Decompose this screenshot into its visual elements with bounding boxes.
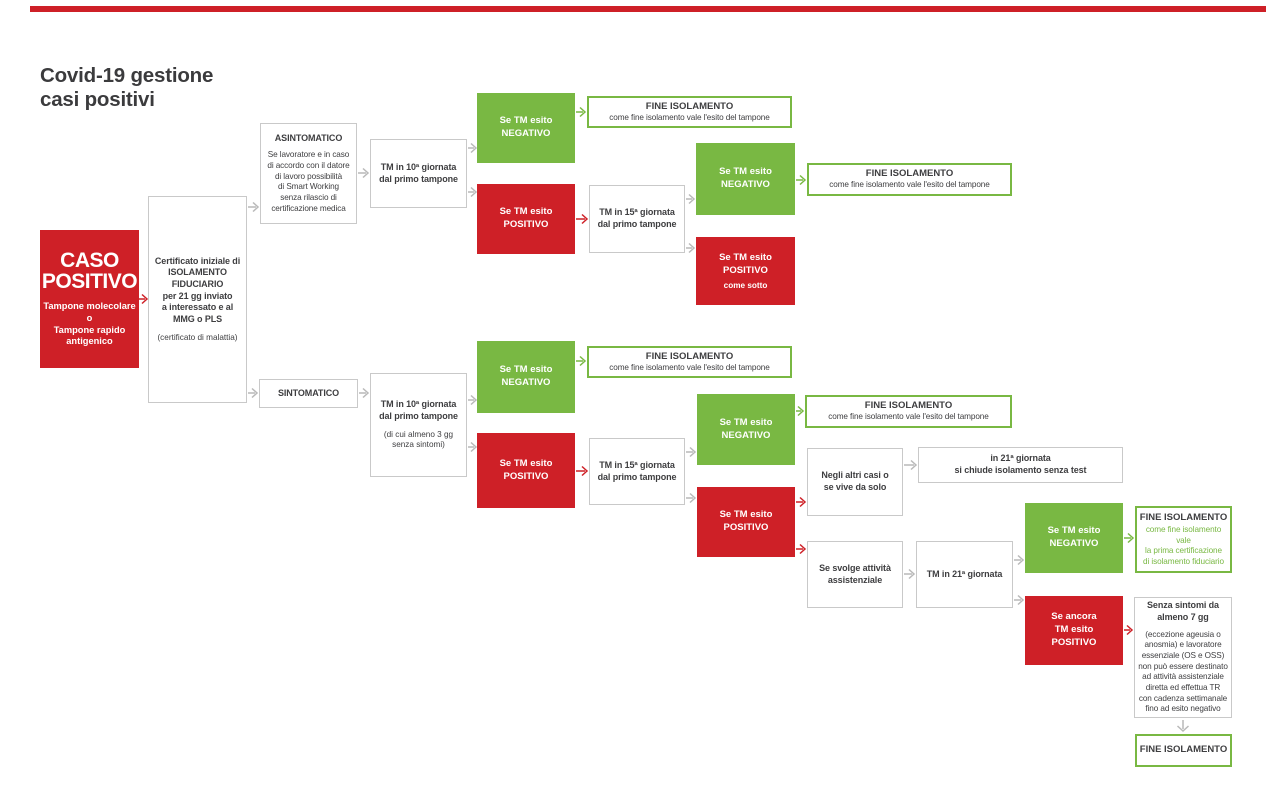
node-se-tm-negativo-5: Se TM esito NEGATIVO (1025, 503, 1123, 573)
flow-arrow-right-icon (248, 201, 260, 213)
node-se-tm-positivo-3: Se TM esito POSITIVO (697, 487, 795, 557)
node-sintomatico: SINTOMATICO (259, 379, 358, 408)
node-senza-sintomi-7gg: Senza sintomi da almeno 7 gg (eccezione … (1134, 597, 1232, 718)
node-title: FINE ISOLAMENTO (645, 350, 734, 362)
node-title: TM in 21ª giornata (926, 568, 1003, 579)
node-title: Se TM esito NEGATIVO (719, 416, 773, 441)
node-title: FINE ISOLAMENTO (864, 400, 953, 411)
node-title: Se TM esito POSITIVO (499, 206, 553, 230)
flow-arrow-right-icon (904, 568, 916, 580)
node-note: come sotto (723, 281, 768, 291)
node-tm-15-giornata-asintomatico: TM in 15ª giornata dal primo tampone (589, 185, 685, 253)
node-se-tm-negativo-1: Se TM esito NEGATIVO (477, 93, 575, 163)
flow-arrow-right-icon (1124, 624, 1134, 636)
flow-arrow-right-icon (796, 174, 807, 186)
node-title: Certificato iniziale di ISOLAMENTO FIDUC… (154, 255, 241, 325)
node-body: Tampone molecolare o Tampone rapido anti… (43, 301, 136, 347)
node-title: ASINTOMATICO (274, 132, 343, 143)
page-title: Covid-19 gestione casi positivi (40, 64, 214, 111)
flow-arrow-right-icon (686, 242, 696, 254)
node-title: Se TM esito POSITIVO (499, 457, 553, 482)
node-tm-15-giornata-sintomatico: TM in 15ª giornata dal primo tampone (589, 438, 685, 505)
node-chiude-isolamento-21-giornata: in 21ª giornata si chiude isolamento sen… (918, 447, 1123, 483)
top-red-bar (30, 6, 1266, 12)
node-title: CASO POSITIVO (41, 249, 138, 294)
node-title: Se ancora TM esito POSITIVO (1051, 611, 1097, 648)
node-title: Se svolge attività assistenziale (819, 562, 891, 585)
node-title: FINE ISOLAMENTO (1139, 511, 1228, 523)
node-title: Se TM esito NEGATIVO (1047, 525, 1101, 549)
node-body: (eccezione ageusia o anosmia) e lavorato… (1138, 629, 1228, 714)
flow-arrow-right-icon (686, 193, 696, 205)
node-certificato-isolamento: Certificato iniziale di ISOLAMENTO FIDUC… (148, 196, 247, 403)
flow-arrow-right-icon (1014, 594, 1025, 606)
node-title: Negli altri casi o se vive da solo (821, 470, 889, 492)
node-fine-isolamento-3: FINE ISOLAMENTO come fine isolamento val… (587, 346, 792, 378)
node-se-tm-negativo-3: Se TM esito NEGATIVO (477, 341, 575, 413)
node-fine-isolamento-6: FINE ISOLAMENTO (1135, 734, 1232, 767)
node-title: Senza sintomi da almeno 7 gg (1147, 600, 1219, 622)
node-title: TM in 15ª giornata dal primo tampone (597, 459, 677, 482)
node-se-tm-negativo-2: Se TM esito NEGATIVO (696, 143, 795, 215)
node-note: (di cui almeno 3 gg senza sintomi) (383, 429, 454, 450)
flow-arrow-right-icon (139, 293, 149, 305)
node-se-tm-positivo-1: Se TM esito POSITIVO (477, 184, 575, 254)
node-title: in 21ª giornata si chiude isolamento sen… (954, 453, 1087, 475)
node-title: FINE ISOLAMENTO (865, 168, 954, 179)
node-tm-10-giornata-sintomatico: TM in 10ª giornata dal primo tampone (di… (370, 373, 467, 477)
node-negli-altri-casi: Negli altri casi o se vive da solo (807, 448, 903, 516)
node-title: Se TM esito NEGATIVO (499, 115, 553, 139)
node-title: TM in 10ª giornata dal primo tampone (379, 161, 458, 184)
flow-arrow-right-icon (576, 465, 589, 477)
flow-arrow-right-icon (468, 441, 478, 453)
flow-arrow-right-icon (686, 492, 697, 504)
node-body: Se lavoratore e in caso di accordo con i… (267, 150, 350, 213)
node-tm-10-giornata-asintomatico: TM in 10ª giornata dal primo tampone (370, 139, 467, 208)
flow-arrow-right-icon (796, 496, 807, 508)
node-se-tm-positivo-come-sotto: Se TM esito POSITIVO come sotto (696, 237, 795, 305)
flow-arrow-right-icon (248, 387, 259, 399)
node-title: SINTOMATICO (277, 387, 340, 398)
node-title: Se TM esito NEGATIVO (719, 166, 772, 190)
flow-arrow-right-icon (796, 405, 805, 417)
node-title: Se TM esito POSITIVO (719, 509, 773, 533)
node-title: FINE ISOLAMENTO (1139, 744, 1228, 756)
node-body: come fine isolamento vale l'esito del ta… (828, 412, 989, 422)
node-body: come fine isolamento vale l'esito del ta… (609, 112, 770, 122)
node-title: FINE ISOLAMENTO (645, 100, 734, 112)
flow-arrow-right-icon (1124, 532, 1135, 544)
flow-arrow-right-icon (686, 446, 697, 458)
flow-arrow-right-icon (904, 459, 918, 471)
flow-arrow-right-icon (796, 543, 807, 555)
flow-arrow-right-icon (576, 106, 587, 118)
flow-arrow-down-icon (1176, 720, 1190, 733)
flow-arrow-right-icon (359, 387, 370, 399)
node-tm-21-giornata: TM in 21ª giornata (916, 541, 1013, 608)
flow-arrow-right-icon (576, 213, 589, 225)
flow-arrow-right-icon (468, 142, 478, 154)
node-se-tm-negativo-4: Se TM esito NEGATIVO (697, 394, 795, 465)
node-title: TM in 10ª giornata dal primo tampone (379, 399, 458, 421)
node-fine-isolamento-1: FINE ISOLAMENTO come fine isolamento val… (587, 96, 792, 128)
node-caso-positivo: CASO POSITIVO Tampone molecolare o Tampo… (40, 230, 139, 368)
node-se-tm-positivo-2: Se TM esito POSITIVO (477, 433, 575, 508)
flow-arrow-right-icon (576, 355, 587, 367)
flow-arrow-right-icon (1014, 554, 1025, 566)
node-title: TM in 15ª giornata dal primo tampone (597, 207, 677, 229)
node-title: Se TM esito POSITIVO (719, 251, 772, 276)
node-body: come fine isolamento vale l'esito del ta… (609, 362, 770, 372)
node-title: Se TM esito NEGATIVO (499, 364, 553, 388)
node-note: (certificato di malattia) (157, 332, 238, 342)
node-fine-isolamento-2: FINE ISOLAMENTO come fine isolamento val… (807, 163, 1012, 196)
node-fine-isolamento-5: FINE ISOLAMENTO come fine isolamento val… (1135, 506, 1232, 573)
node-body: come fine isolamento vale la prima certi… (1143, 524, 1224, 566)
node-attivita-assistenziale: Se svolge attività assistenziale (807, 541, 903, 608)
flow-arrow-right-icon (468, 394, 478, 406)
node-body: come fine isolamento vale l'esito del ta… (829, 180, 990, 190)
flow-arrow-right-icon (468, 186, 478, 198)
flow-arrow-right-icon (358, 167, 370, 179)
node-asintomatico: ASINTOMATICO Se lavoratore e in caso di … (260, 123, 357, 224)
node-se-ancora-tm-positivo: Se ancora TM esito POSITIVO (1025, 596, 1123, 665)
node-fine-isolamento-4: FINE ISOLAMENTO come fine isolamento val… (805, 395, 1012, 428)
